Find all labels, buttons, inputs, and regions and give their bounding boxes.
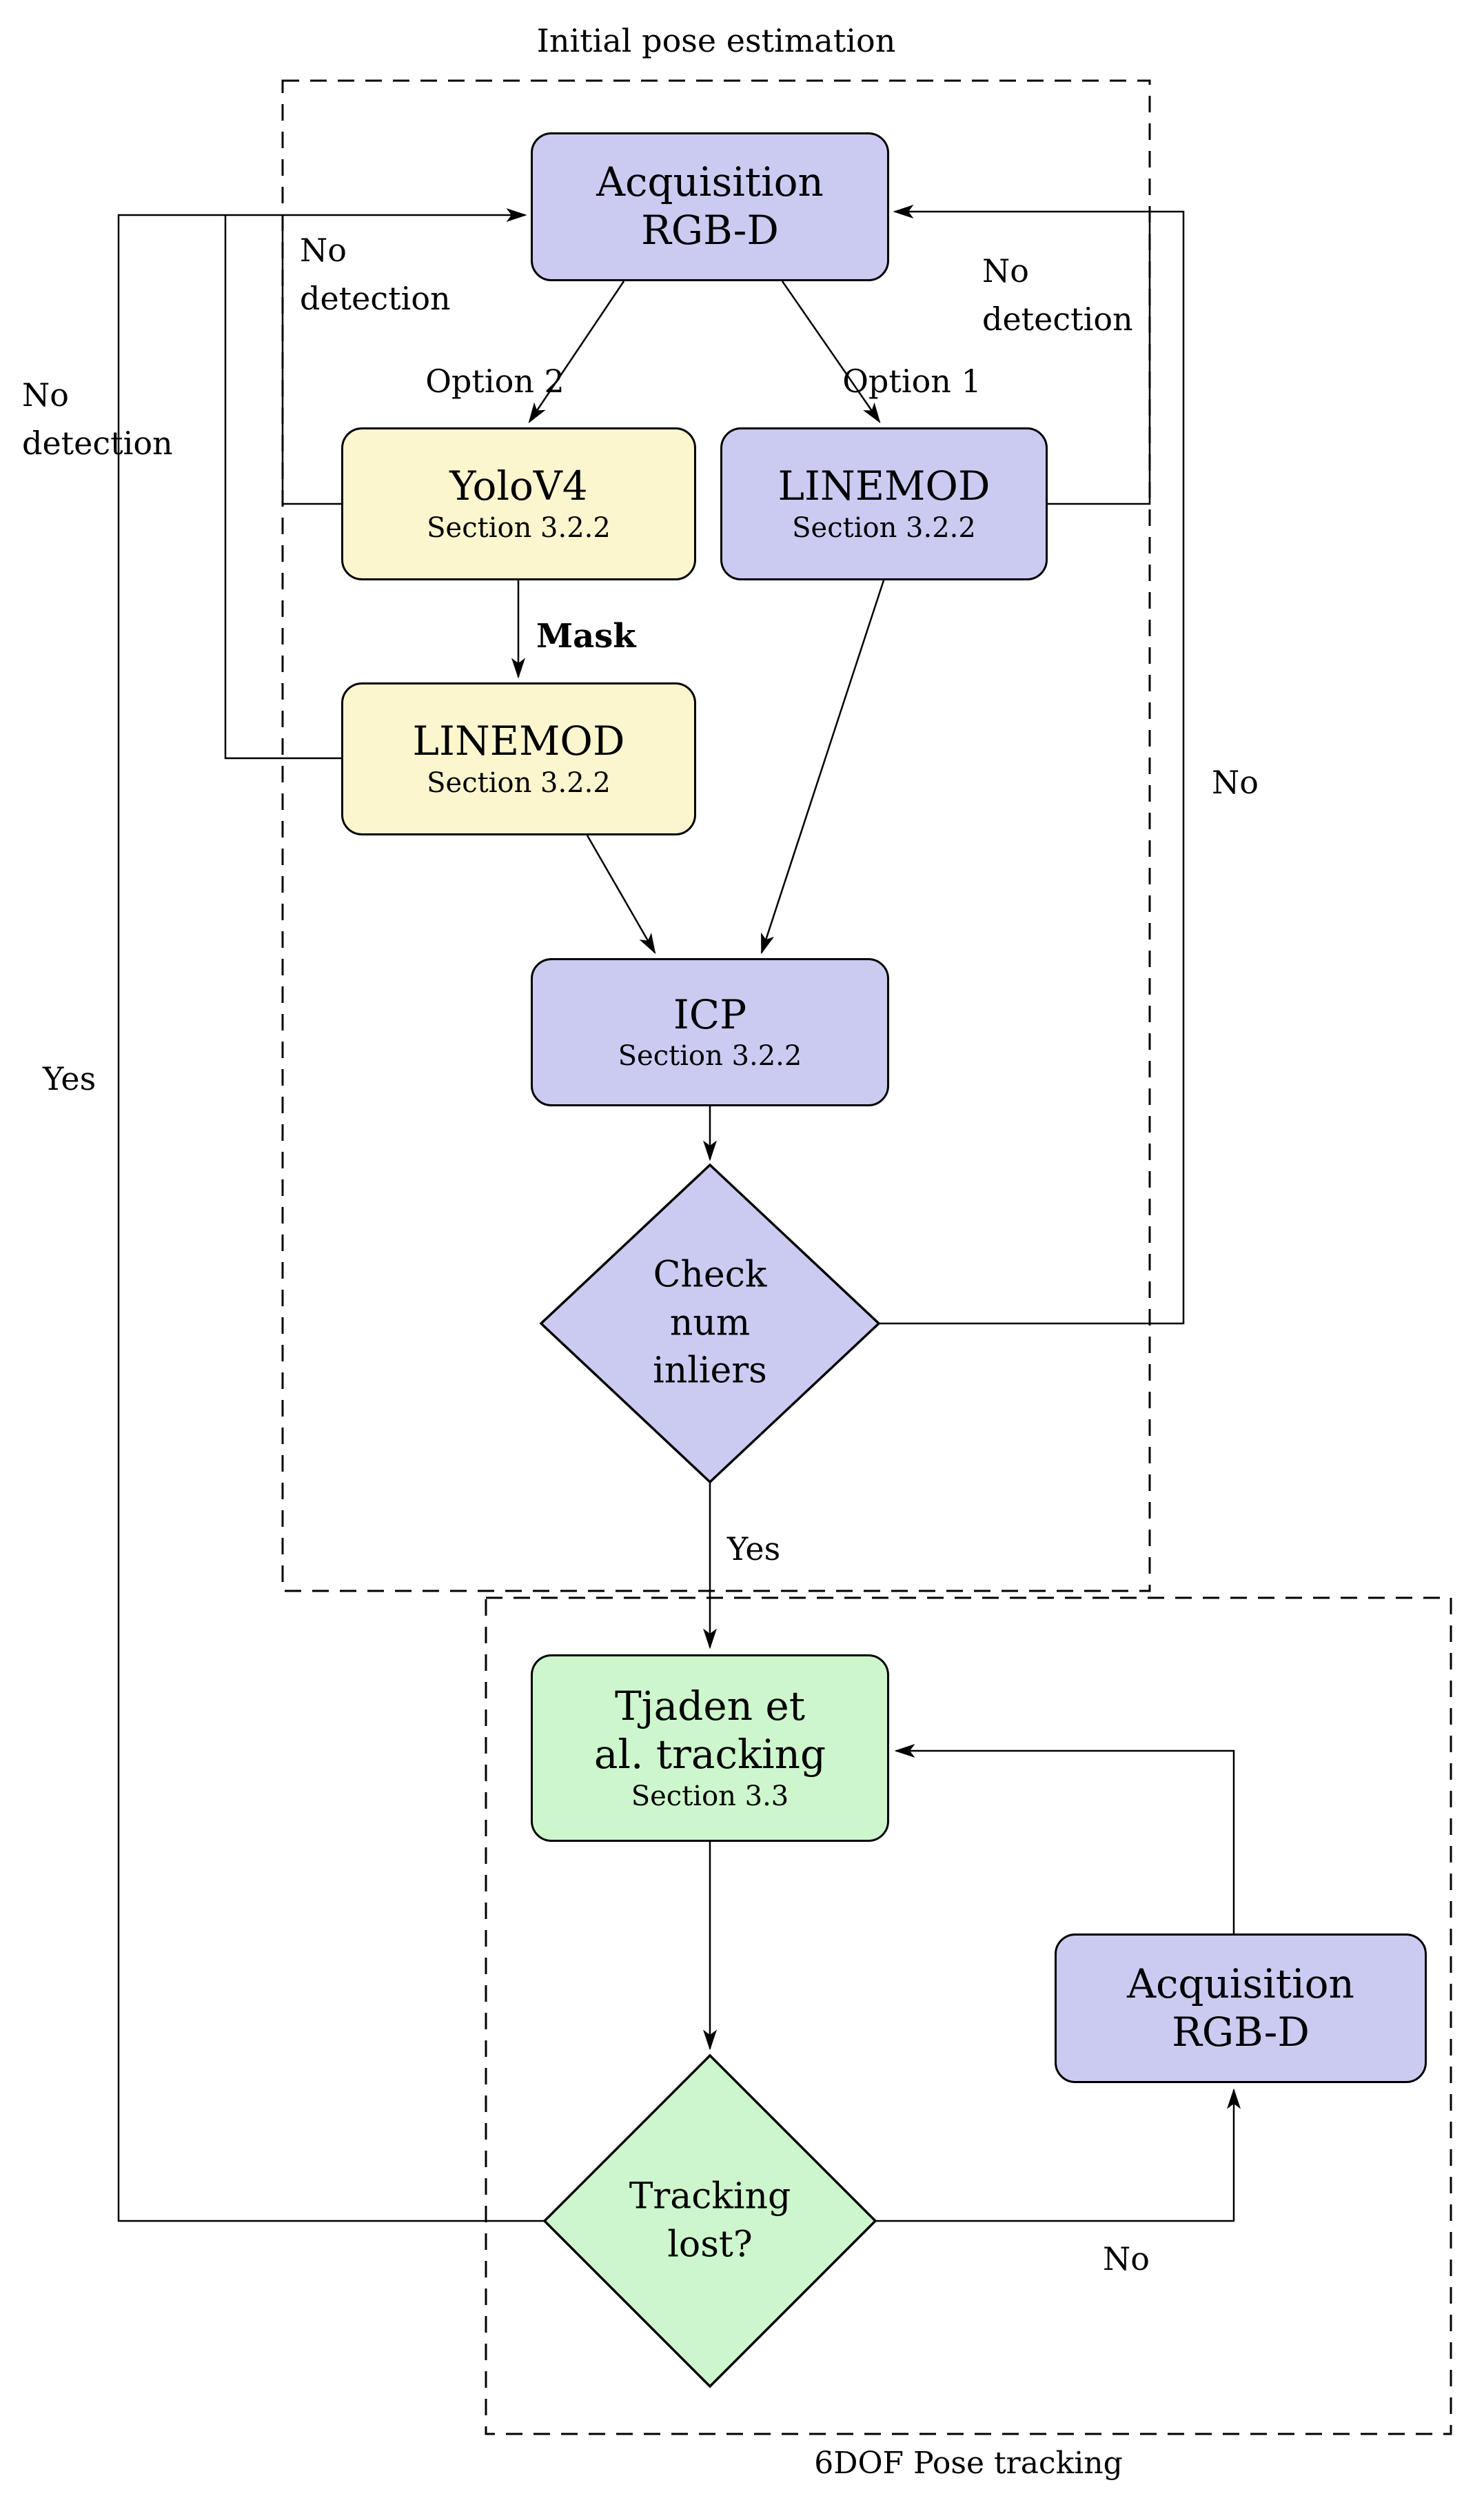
node-section-ref: Section 3.2.2 [792,511,976,544]
no-label-tracking-lost: No [1103,2240,1150,2277]
node-section-ref: Section 3.3 [631,1780,789,1812]
linemod-mask-node: LINEMOD Section 3.2.2 [341,682,696,835]
diamond-line: Tracking [629,2175,791,2217]
no-detection-label-right: No detection [982,247,1133,343]
node-section-ref: Section 3.2.2 [618,1040,802,1073]
edge-check-inliers-no [879,205,1185,1325]
acquisition-rgbd-top-node: Acquisition RGB-D [531,132,889,281]
node-label: LINEMOD [412,718,625,765]
yes-label-tracking-lost: Yes [43,1060,96,1097]
linemod-option1-node: LINEMOD Section 3.2.2 [720,427,1048,580]
node-section-ref: Section 3.2.2 [427,511,611,544]
yes-label-inliers: Yes [727,1530,781,1567]
tracking-lost-diamond [542,2053,877,2388]
node-label: al. tracking [593,1731,826,1778]
no-label-inliers: No [1212,764,1259,801]
option2-label: Option 2 [425,363,565,400]
pose-tracking-region-frame [485,1596,1452,2435]
edge-acquisition-to-linemod [781,281,881,424]
edge-tracking-lost-no [875,2088,1241,2222]
node-label: RGB-D [1172,2008,1310,2056]
edge-linemod-mask-to-icp [586,835,656,955]
check-num-inliers-label: Check num inliers [653,1251,767,1395]
edge-label-line: No [22,376,69,414]
diamond-line: inliers [653,1350,767,1392]
edge-acquisition-to-yolov4 [528,281,625,424]
edge-linemod-option1-no-detection [1048,212,1151,505]
edge-acquisition2-to-tjaden [894,1744,1235,1933]
diamond-line: Check [653,1254,767,1296]
acquisition-rgbd-bottom-node: Acquisition RGB-D [1055,1933,1427,2083]
yolov4-node: YoloV4 Section 3.2.2 [341,427,696,580]
tjaden-tracking-node: Tjaden et al. tracking Section 3.3 [531,1654,889,1842]
no-detection-label-inner-left: No detection [300,226,451,323]
edge-linemod-option1-to-icp [760,580,885,955]
edge-label-line: No [300,232,347,269]
node-label: RGB-D [641,207,779,254]
edge-label-line: detection [22,425,173,462]
mask-label: Mask [536,617,636,656]
icp-node: ICP Section 3.2.2 [531,958,889,1106]
diamond-line: num [669,1302,751,1344]
node-label: ICP [673,991,747,1038]
node-label: YoloV4 [449,463,588,510]
node-label: Acquisition [1127,1960,1354,2007]
node-label: Tjaden et [614,1683,806,1730]
node-label: LINEMOD [777,463,990,510]
edge-label-line: No [982,252,1029,290]
edge-tracking-lost-yes [117,208,545,2222]
option1-label: Option 1 [842,363,982,400]
edge-label-line: detection [982,301,1133,338]
tracking-lost-label: Tracking lost? [629,2173,791,2269]
diamond-line: lost? [667,2224,753,2265]
edge-linemod-mask-no-detection [224,215,341,760]
check-num-inliers-diamond [539,1163,881,1484]
node-section-ref: Section 3.2.2 [427,767,611,799]
pose-tracking-region-title: 6DOF Pose tracking [814,2446,1123,2481]
edge-yolov4-no-detection [281,215,341,505]
initial-pose-region-frame [281,79,1151,1592]
edge-label-line: detection [300,280,451,317]
initial-pose-region-title: Initial pose estimation [536,22,896,59]
no-detection-label-outer-left: No detection [22,371,173,467]
node-label: Acquisition [596,159,824,206]
